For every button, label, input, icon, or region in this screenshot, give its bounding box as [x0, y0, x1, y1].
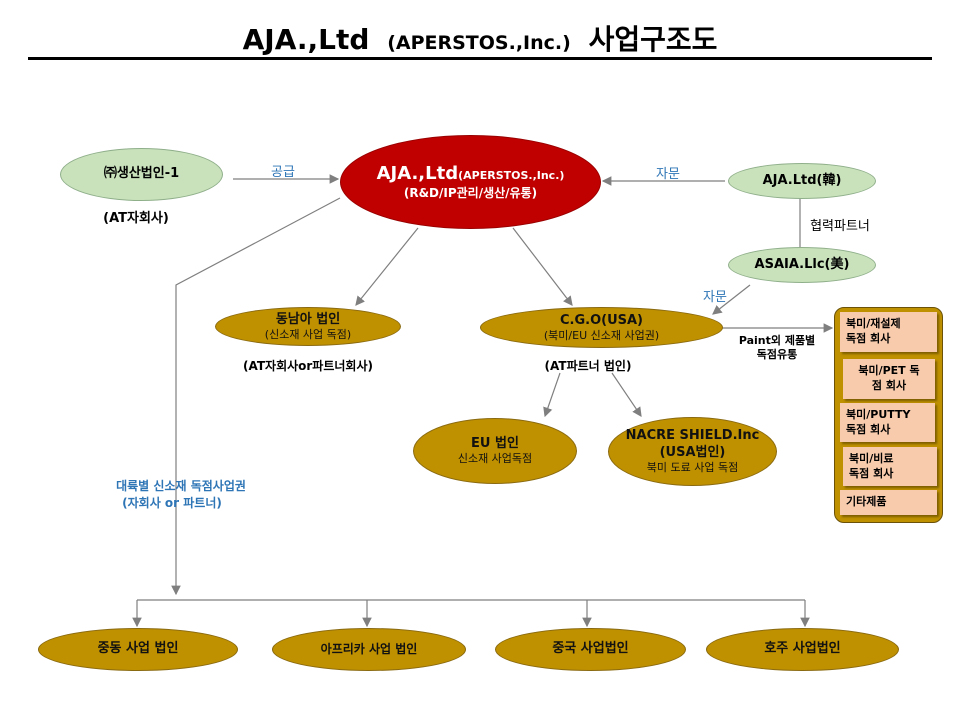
node-desc: 신소재 사업독점: [457, 452, 533, 466]
cgo-to-nacre-arrow: [611, 372, 642, 417]
partner-label: 협력파트너: [810, 219, 870, 234]
paint-distribution-label: Paint외 제품별 독점유통: [739, 334, 815, 363]
africa-node: 아프리카 사업 법인: [272, 628, 466, 671]
paint-line-2: 독점유통: [756, 348, 798, 362]
title-sub: (APERSTOS.,Inc.): [387, 32, 571, 54]
box-line-2: 독점 회사: [846, 332, 891, 345]
nacre-shield-node: NACRE SHIELD.Inc (USA법인) 북미 도료 사업 독점: [608, 417, 777, 486]
cgo-node: C.G.O(USA) (북미/EU 신소재 사업권): [480, 307, 723, 348]
node-label: EU 법인: [471, 436, 519, 451]
box-line-1: 북미/PET 독: [858, 364, 920, 378]
continental-rights-label: 대륙별 신소재 독점사업권 (자회사 or 파트너): [116, 478, 246, 512]
node-desc: 북미 도료 사업 독점: [646, 460, 739, 474]
box-line-1: 기타제품: [846, 495, 887, 509]
southeast-asia-node: 동남아 법인 (신소재 사업 독점): [215, 307, 401, 346]
cgo-note: (AT파트너 법인): [544, 359, 632, 373]
advice-label-1: 자문: [656, 167, 680, 182]
continental-line-1: 대륙별 신소재 독점사업권: [116, 479, 246, 493]
advice-arrow-2: [712, 284, 751, 315]
box-line-1: 북미/비료: [849, 451, 894, 465]
continental-line: [171, 197, 341, 596]
china-node: 중국 사업법인: [495, 628, 686, 671]
hq-name: AJA.,Ltd: [376, 163, 459, 185]
hq-name-sub: (APERSTOS.,Inc.): [458, 169, 565, 183]
node-desc: (북미/EU 신소재 사업권): [543, 328, 660, 342]
cgo-to-eu-arrow: [543, 372, 561, 418]
node-label-2: (USA법인): [659, 444, 726, 460]
title-suffix: 사업구조도: [588, 23, 718, 56]
title-main: AJA.,Ltd: [242, 23, 370, 56]
hq-to-cgo-arrow: [512, 227, 573, 306]
node-label: 중동 사업 법인: [97, 641, 179, 657]
box-line-2: 점 회사: [871, 379, 907, 392]
middle-east-node: 중동 사업 법인: [38, 628, 238, 671]
continental-line-2: (자회사 or 파트너): [122, 495, 222, 510]
production-note: (AT자회사): [103, 211, 169, 226]
box-line-1: 북미/PUTTY: [846, 407, 911, 421]
aja-korea-node: AJA.Ltd(韓): [728, 163, 876, 199]
product-company-box: 기타제품: [840, 490, 937, 515]
node-label: 중국 사업법인: [552, 641, 629, 657]
asaia-node: ASAIA.Llc(美): [728, 247, 876, 283]
node-label: 호주 사업법인: [764, 641, 841, 657]
node-label: C.G.O(USA): [559, 312, 643, 328]
australia-node: 호주 사업법인: [706, 628, 899, 671]
node-label: AJA.Ltd(韓): [762, 172, 842, 188]
node-label: ㈜생산법인-1: [103, 166, 180, 182]
title-underline: [28, 57, 932, 60]
box-line-2: 독점 회사: [849, 466, 894, 480]
advice-label-2: 자문: [703, 290, 727, 305]
sea-note: (AT자회사or파트너회사): [243, 359, 373, 373]
page-title: AJA.,Ltd (APERSTOS.,Inc.) 사업구조도: [0, 18, 960, 58]
node-label: ASAIA.Llc(美): [754, 256, 850, 272]
paint-line-1: Paint외 제품별: [738, 334, 816, 347]
eu-entity-node: EU 법인 신소재 사업독점: [413, 418, 577, 484]
hq-node: AJA.,Ltd(APERSTOS.,Inc.) (R&D/IP관리/생산/유통…: [340, 135, 601, 229]
supply-label: 공급: [271, 165, 295, 180]
hq-desc: (R&D/IP관리/생산/유통): [403, 185, 538, 200]
hq-to-sea-arrow: [355, 227, 419, 306]
production-entity-node: ㈜생산법인-1: [60, 148, 223, 201]
node-label: 동남아 법인: [275, 311, 341, 327]
node-desc: (신소재 사업 독점): [264, 327, 352, 341]
box-line-2: 독점 회사: [846, 422, 891, 436]
node-label: 아프리카 사업 법인: [320, 642, 418, 656]
node-label: NACRE SHIELD.Inc: [625, 428, 760, 444]
box-line-1: 북미/재설제: [846, 317, 901, 331]
